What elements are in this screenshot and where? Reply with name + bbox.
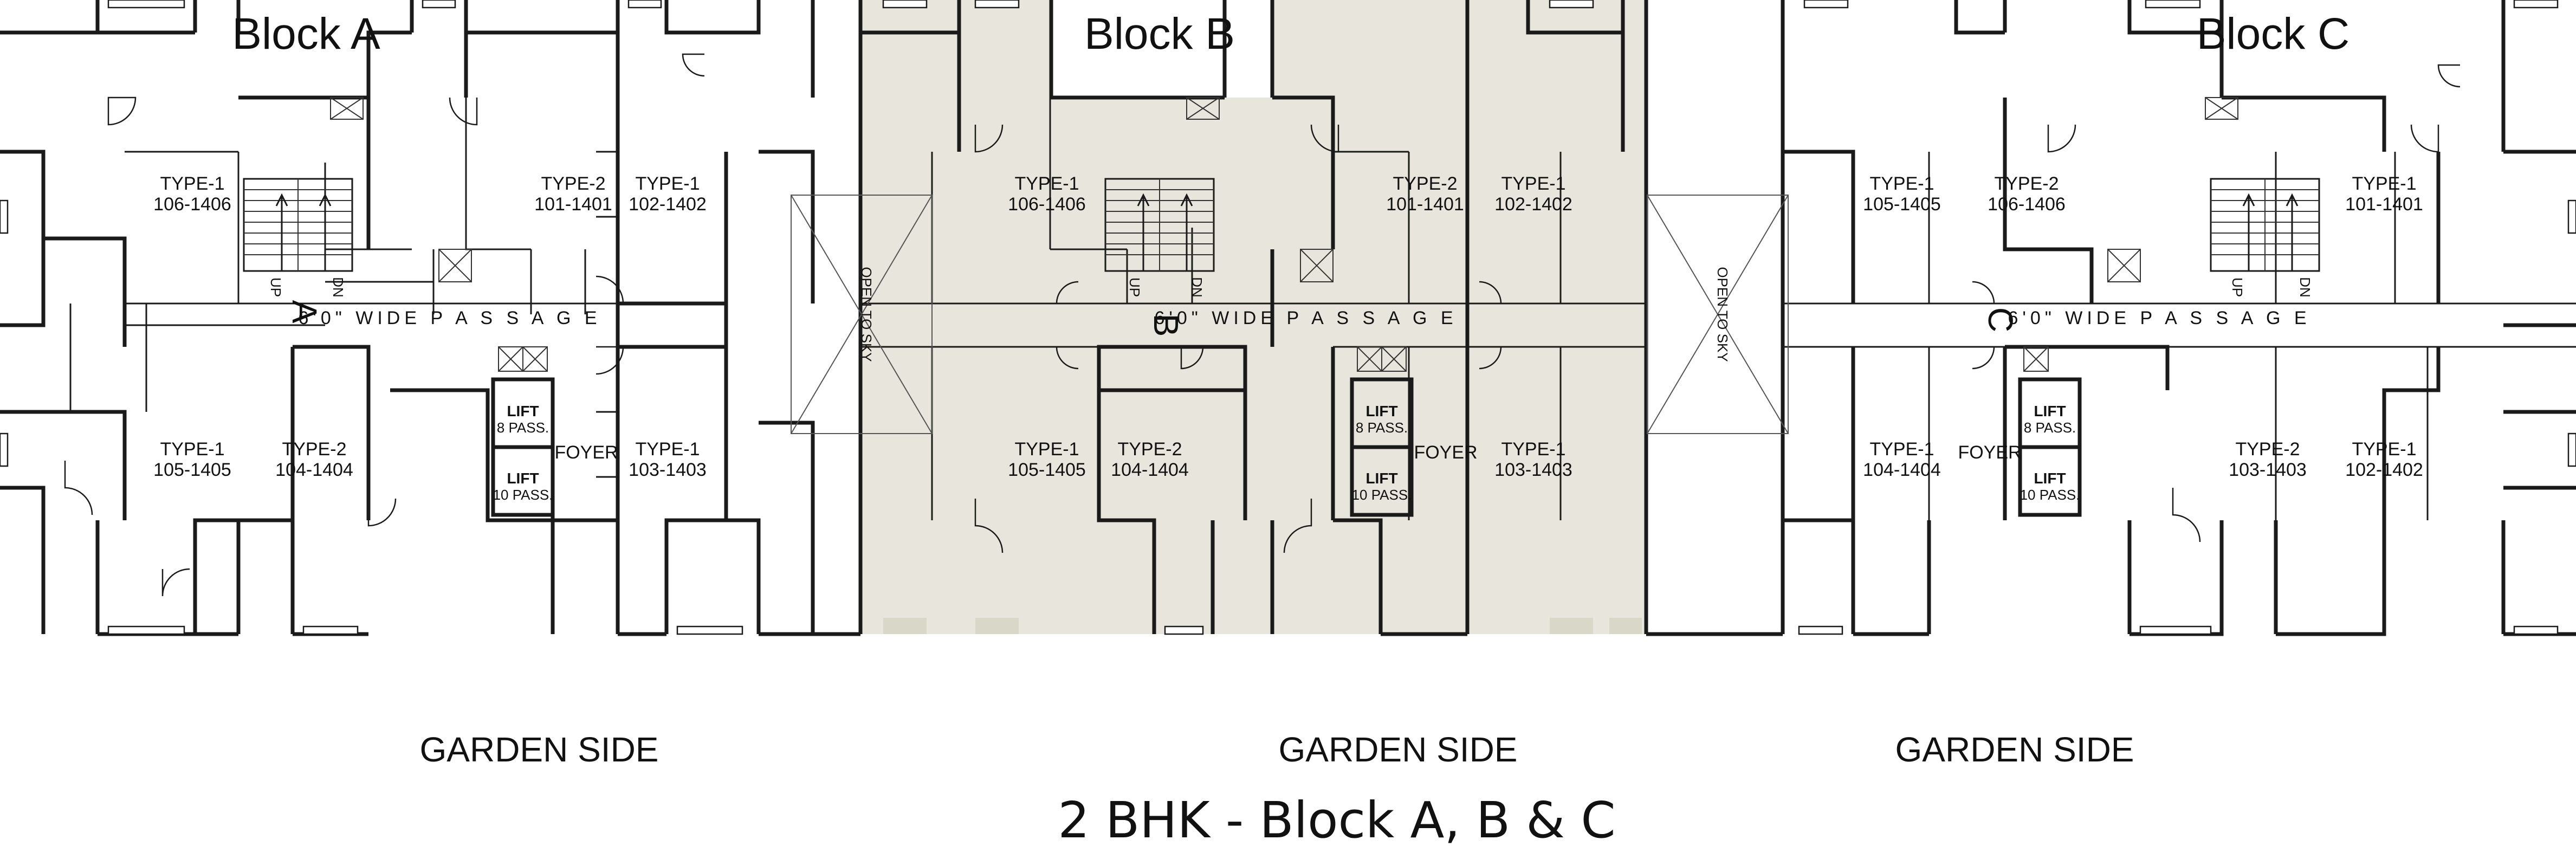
block-a-core-letter: A xyxy=(285,300,324,324)
block-b-passage-label: 6'0" WIDE P A S S A G E xyxy=(1154,308,1457,328)
block-b-stair-dn: DN xyxy=(1189,277,1205,298)
block-b-title: Block B xyxy=(1084,9,1235,59)
unit-type: TYPE-1 xyxy=(635,173,700,194)
unit-numbers: 101-1401 xyxy=(1386,194,1464,215)
open-to-sky-label: OPEN TO SKY xyxy=(1714,267,1731,361)
garden-side-label: GARDEN SIDE xyxy=(1279,730,1518,769)
unit-type: TYPE-1 xyxy=(1869,439,1934,460)
block-c-core-letter: C xyxy=(1981,307,2020,332)
open-to-sky-courts xyxy=(791,195,1789,434)
svg-text:8 PASS.: 8 PASS. xyxy=(497,419,549,436)
garden-side-label: GARDEN SIDE xyxy=(1895,730,2134,769)
windows xyxy=(0,0,2576,635)
block-a-title: Block A xyxy=(232,9,380,59)
unit-numbers: 105-1405 xyxy=(1008,460,1086,480)
svg-text:LIFT: LIFT xyxy=(1365,403,1397,419)
stair-block-b xyxy=(1104,178,1215,272)
unit-type: TYPE-1 xyxy=(1014,173,1079,194)
block-a-foyer: FOYER xyxy=(554,442,618,463)
unit-numbers: 106-1406 xyxy=(153,194,231,215)
unit-numbers: 106-1406 xyxy=(1988,194,2066,215)
svg-text:LIFT: LIFT xyxy=(507,403,539,419)
unit-type: TYPE-1 xyxy=(2352,439,2416,460)
unit-numbers: 103-1403 xyxy=(629,460,707,480)
unit-type: TYPE-1 xyxy=(1014,439,1079,460)
unit-numbers: 106-1406 xyxy=(1008,194,1086,215)
lift-labels: LIFT 8 PASS. LIFT 10 PASS. LIFT 8 PASS. … xyxy=(493,403,2080,503)
svg-text:10 PASS.: 10 PASS. xyxy=(1352,487,1412,503)
unit-type: TYPE-1 xyxy=(1501,173,1565,194)
unit-numbers: 104-1404 xyxy=(1863,460,1941,480)
unit-type: TYPE-1 xyxy=(2352,173,2416,194)
block-a-stair-up: UP xyxy=(268,277,284,297)
block-c-title: Block C xyxy=(2197,9,2350,59)
svg-text:10 PASS.: 10 PASS. xyxy=(2020,487,2080,503)
open-to-sky-label: OPEN TO SKY xyxy=(858,267,875,361)
svg-text:LIFT: LIFT xyxy=(2034,470,2066,487)
wall-skeleton xyxy=(0,0,2576,636)
unit-numbers: 101-1401 xyxy=(2345,194,2423,215)
block-c-stair-dn: DN xyxy=(2297,277,2313,298)
door-swings xyxy=(64,53,2461,597)
block-c-stair-up: UP xyxy=(2229,277,2245,297)
block-a-passage-label: 6'0" WIDE P A S S A G E xyxy=(298,308,601,328)
block-b-highlight xyxy=(860,0,1646,634)
unit-type: TYPE-2 xyxy=(1994,173,2059,194)
svg-text:8 PASS.: 8 PASS. xyxy=(2024,419,2076,436)
unit-numbers: 103-1403 xyxy=(2229,460,2307,480)
stair-block-a xyxy=(243,178,353,272)
unit-numbers: 101-1401 xyxy=(534,194,612,215)
unit-type: TYPE-2 xyxy=(541,173,605,194)
block-b-core-letter: B xyxy=(1147,314,1186,337)
block-a-units: TYPE-1 106-1406 TYPE-2 101-1401 TYPE-1 1… xyxy=(153,173,707,480)
block-b-foyer: FOYER xyxy=(1414,442,1477,463)
block-b-units: TYPE-1 106-1406 TYPE-2 101-1401 TYPE-1 1… xyxy=(1008,173,1572,480)
unit-numbers: 102-1402 xyxy=(629,194,707,215)
svg-text:LIFT: LIFT xyxy=(2034,403,2066,419)
unit-type: TYPE-2 xyxy=(2235,439,2300,460)
unit-numbers: 105-1405 xyxy=(153,460,231,480)
unit-type: TYPE-2 xyxy=(1393,173,1457,194)
unit-type: TYPE-1 xyxy=(635,439,700,460)
block-c-passage-label: 6'0" WIDE P A S S A G E xyxy=(2008,308,2310,328)
unit-numbers: 103-1403 xyxy=(1494,460,1572,480)
stairs xyxy=(243,178,2320,272)
unit-type: TYPE-1 xyxy=(1501,439,1565,460)
svg-text:LIFT: LIFT xyxy=(1365,470,1397,487)
unit-numbers: 104-1404 xyxy=(1111,460,1189,480)
unit-type: TYPE-1 xyxy=(1869,173,1934,194)
svg-text:8 PASS.: 8 PASS. xyxy=(1356,419,1408,436)
unit-type: TYPE-1 xyxy=(160,439,224,460)
block-b-stair-up: UP xyxy=(1127,277,1143,297)
svg-text:10 PASS.: 10 PASS. xyxy=(493,487,553,503)
block-c-units: TYPE-1 105-1405 TYPE-2 106-1406 TYPE-1 1… xyxy=(1863,173,2423,480)
unit-type: TYPE-1 xyxy=(160,173,224,194)
unit-numbers: 104-1404 xyxy=(275,460,353,480)
unit-numbers: 102-1402 xyxy=(1494,194,1572,215)
unit-numbers: 102-1402 xyxy=(2345,460,2423,480)
unit-type: TYPE-2 xyxy=(1117,439,1182,460)
block-c-foyer: FOYER xyxy=(1958,442,2021,463)
unit-type: TYPE-2 xyxy=(282,439,346,460)
stair-block-c xyxy=(2210,178,2320,272)
svg-text:LIFT: LIFT xyxy=(507,470,539,487)
plan-caption: 2 BHK - Block A, B & C xyxy=(1058,791,1615,849)
garden-side-label: GARDEN SIDE xyxy=(420,730,659,769)
block-a-stair-dn: DN xyxy=(330,277,346,298)
lift-shafts xyxy=(330,97,2238,517)
unit-numbers: 105-1405 xyxy=(1863,194,1941,215)
